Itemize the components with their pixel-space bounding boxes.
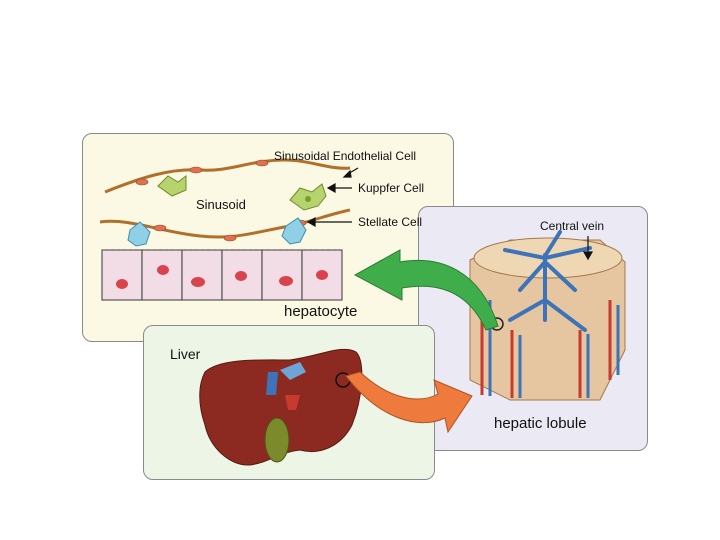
kuppfer-cell-label: Kuppfer Cell (358, 181, 425, 195)
liver-label: Liver (170, 346, 201, 362)
hepatic-lobule-label: hepatic lobule (494, 415, 587, 432)
label-pointers (306, 167, 359, 228)
stellate-cell (127, 217, 307, 247)
orange-arrow (345, 371, 473, 434)
green-arrow (353, 249, 499, 331)
central-vein-label: Central vein (540, 219, 605, 233)
central-vein-pointer (582, 236, 594, 261)
hepatocyte-label: hepatocyte (284, 303, 358, 320)
hepatocyte-row (101, 249, 343, 301)
endothelial-cell-label: Sinusoidal Endothelial Cell (274, 149, 417, 163)
sinusoid-label: Sinusoid (196, 197, 246, 212)
kuppfer-cell (157, 175, 327, 211)
stellate-cell-label: Stellate Cell (358, 215, 423, 229)
liver-organ (199, 348, 363, 466)
hepatic-lobule (469, 230, 626, 401)
